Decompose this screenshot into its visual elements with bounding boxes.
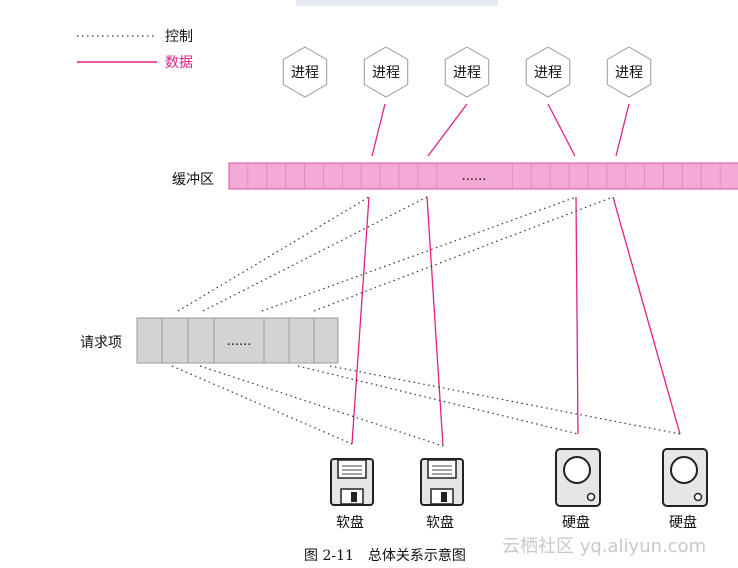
control-flow-line xyxy=(261,196,577,312)
legend-data-label: 数据 xyxy=(165,55,193,71)
floppy-label-area xyxy=(427,459,457,479)
process-label: 进程 xyxy=(453,65,481,81)
process-label: 进程 xyxy=(615,65,643,81)
buffer-array: ...... xyxy=(228,162,738,190)
process-label: 进程 xyxy=(372,65,400,81)
control-flow-line xyxy=(202,196,428,312)
data-flow-line xyxy=(426,196,444,447)
process-node: 进程 xyxy=(282,46,328,98)
process-label: 进程 xyxy=(534,65,562,81)
buffer-label: 缓冲区 xyxy=(172,172,214,188)
process-node: 进程 xyxy=(525,46,571,98)
process-node: 进程 xyxy=(363,46,409,98)
floppy-label-area xyxy=(337,459,367,479)
data-flow-line xyxy=(547,103,576,157)
device-row: 软盘 软盘 硬盘 硬盘 xyxy=(330,448,708,531)
process-hexagon xyxy=(444,46,490,98)
floppy-shutter-slot xyxy=(441,492,447,502)
process-node: 进程 xyxy=(606,46,652,98)
hard-disk-device: 硬盘 xyxy=(662,448,708,531)
control-flow-line xyxy=(199,365,444,447)
data-flow-line xyxy=(427,103,468,157)
process-row: 进程 进程 进程 进程 进程 xyxy=(282,46,652,98)
process-node: 进程 xyxy=(444,46,490,98)
legend-control-label: 控制 xyxy=(165,29,193,45)
control-flow-line xyxy=(313,196,614,312)
process-hexagon xyxy=(282,46,328,98)
request-ellipsis: ...... xyxy=(227,334,252,349)
device-label: 硬盘 xyxy=(669,514,697,531)
process-hexagon xyxy=(606,46,652,98)
process-label: 进程 xyxy=(291,65,319,81)
control-flow-line xyxy=(171,365,353,445)
control-flow-line xyxy=(297,365,579,435)
control-flow-line xyxy=(329,365,681,435)
hard-disk-platter xyxy=(563,456,591,484)
hard-disk-device: 硬盘 xyxy=(555,448,601,531)
process-hexagon xyxy=(363,46,409,98)
request-label: 请求项 xyxy=(80,335,122,351)
hard-disk-platter xyxy=(670,456,698,484)
hard-disk-led xyxy=(586,492,596,502)
request-box xyxy=(136,317,339,364)
buffer-ellipsis-cell xyxy=(448,164,500,188)
buffer-ellipsis: ...... xyxy=(462,169,487,184)
device-label: 软盘 xyxy=(426,514,454,531)
legend: 控制 数据 xyxy=(77,29,193,71)
data-flow-line xyxy=(351,196,370,445)
floppy-device: 软盘 xyxy=(330,458,374,531)
data-flow-line xyxy=(615,103,630,157)
device-label: 硬盘 xyxy=(562,514,590,531)
request-array: ...... xyxy=(136,317,339,364)
data-flow-line xyxy=(371,103,386,157)
floppy-shutter-slot xyxy=(351,492,357,502)
device-label: 软盘 xyxy=(336,514,364,531)
data-flow-line xyxy=(612,196,681,435)
hard-disk-led xyxy=(693,492,703,502)
figure-caption: 图 2-11 总体关系示意图 xyxy=(304,547,466,564)
top-edge-bar xyxy=(296,0,498,6)
data-flow-line xyxy=(575,196,579,435)
watermark: 云栖社区 yq.aliyun.com xyxy=(502,536,706,557)
floppy-device: 软盘 xyxy=(420,458,464,531)
connection-lines xyxy=(171,103,681,447)
process-hexagon xyxy=(525,46,571,98)
control-flow-line xyxy=(177,196,370,312)
